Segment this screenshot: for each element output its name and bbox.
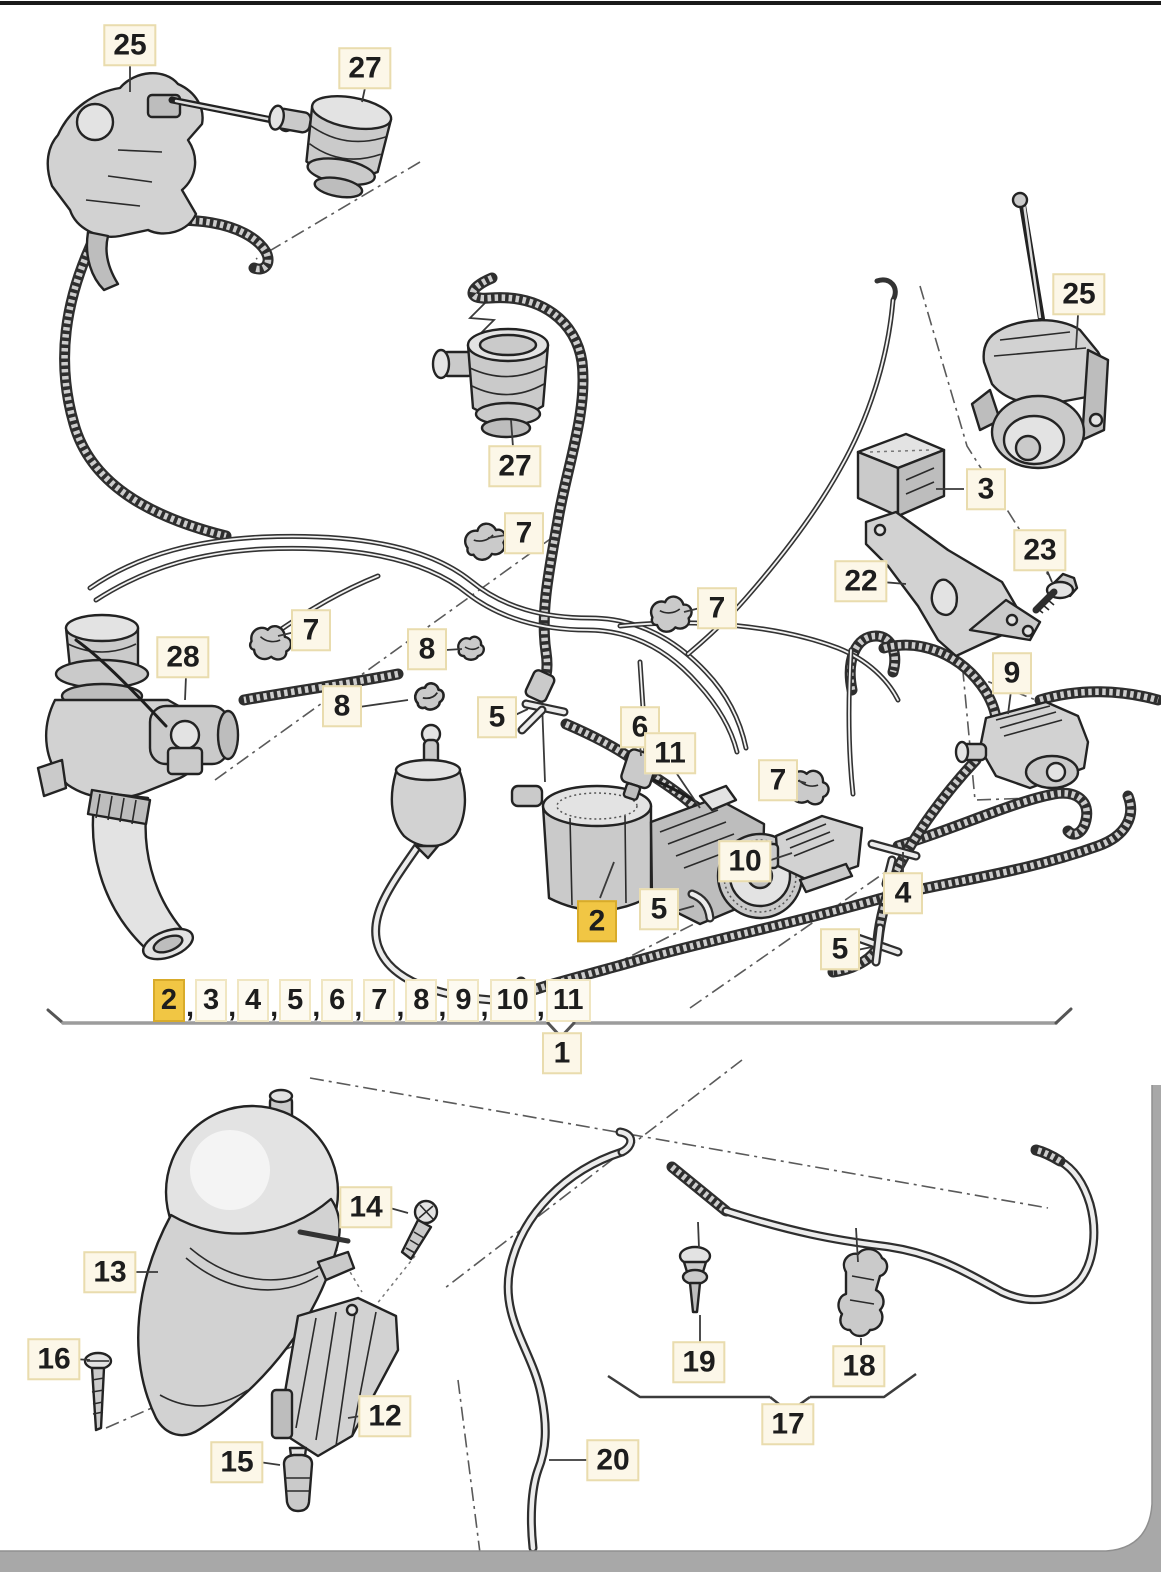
callout-6-14[interactable]: 6	[620, 706, 660, 748]
part-16-screw	[83, 1351, 113, 1432]
part-13-vacuum-reservoir	[137, 1088, 356, 1437]
part-5-connectors	[517, 699, 903, 967]
part-27-valve-top-left	[268, 95, 393, 199]
callout-7-8[interactable]: 7	[291, 609, 331, 651]
legend-item-11[interactable]: 11	[545, 979, 591, 1023]
part-14-screw	[400, 1199, 439, 1261]
callout-9-17[interactable]: 9	[992, 652, 1032, 694]
legend-item-5[interactable]: 5	[279, 979, 312, 1023]
vacuum-pipes	[87, 277, 901, 797]
top-edge-bar	[0, 1, 1161, 5]
part-25-valve-assembly-top-right	[970, 191, 1110, 470]
callout-10-18[interactable]: 10	[718, 840, 772, 882]
callout-25-3[interactable]: 25	[1052, 273, 1106, 315]
legend-item-8[interactable]: 8	[405, 979, 438, 1023]
legend-row: 2,3,4,5,6,7,8,9,10,11	[153, 979, 591, 1024]
legend-item-2[interactable]: 2	[153, 979, 185, 1023]
legend-separator: ,	[228, 991, 237, 1023]
part-18-clip	[837, 1247, 889, 1338]
legend-separator: ,	[396, 991, 405, 1023]
legend-separator: ,	[354, 991, 363, 1023]
part-3-connector-housing	[856, 432, 946, 518]
callout-3-4[interactable]: 3	[966, 468, 1006, 510]
callout-15-28[interactable]: 15	[210, 1441, 264, 1483]
callout-5-22[interactable]: 5	[820, 928, 860, 970]
callout-7-16[interactable]: 7	[758, 759, 798, 801]
legend-separator: ,	[270, 991, 279, 1023]
legend-separator: ,	[536, 991, 545, 1023]
part-27-valve-middle	[431, 327, 550, 439]
legend-item-4[interactable]: 4	[237, 979, 270, 1023]
legend-item-7[interactable]: 7	[363, 979, 396, 1023]
group-bracket-1	[46, 1007, 1073, 1040]
callout-12-27[interactable]: 12	[358, 1395, 412, 1437]
callout-18-30[interactable]: 18	[832, 1345, 886, 1387]
legend-item-6[interactable]: 6	[321, 979, 354, 1023]
callout-25-0[interactable]: 25	[103, 24, 157, 66]
part-15-clip-nut	[282, 1446, 314, 1513]
callout-7-13[interactable]: 7	[697, 587, 737, 629]
callout-13-24[interactable]: 13	[83, 1251, 137, 1293]
callout-23-6[interactable]: 23	[1013, 529, 1067, 571]
legend-separator: ,	[186, 991, 195, 1023]
callout-22-5[interactable]: 22	[834, 560, 888, 602]
callout-14-25[interactable]: 14	[339, 1186, 393, 1228]
callout-8-10[interactable]: 8	[322, 685, 362, 727]
callout-28-12[interactable]: 28	[156, 636, 210, 678]
callout-2-19[interactable]: 2	[577, 900, 617, 942]
part-19-clip	[678, 1245, 712, 1314]
part-22-bracket	[864, 510, 1042, 658]
part-9-valve	[954, 700, 1090, 790]
callout-11-15[interactable]: 11	[644, 732, 696, 774]
legend-item-9[interactable]: 9	[447, 979, 480, 1023]
callout-5-20[interactable]: 5	[639, 888, 679, 930]
part-12-bracket	[270, 1296, 400, 1458]
callout-1-23[interactable]: 1	[542, 1032, 582, 1074]
vacuum-hoses	[59, 214, 1161, 1553]
callout-20-32[interactable]: 20	[586, 1439, 640, 1481]
legend-separator: ,	[438, 991, 447, 1023]
callout-27-2[interactable]: 27	[488, 445, 542, 487]
legend-separator: ,	[480, 991, 489, 1023]
legend-item-3[interactable]: 3	[195, 979, 228, 1023]
part-7-clips	[246, 518, 834, 811]
callout-19-29[interactable]: 19	[672, 1341, 726, 1383]
part-23-bolt	[1032, 572, 1079, 614]
callout-17-31[interactable]: 17	[761, 1403, 815, 1445]
callout-8-9[interactable]: 8	[407, 628, 447, 670]
vacuum-damper-canister	[390, 723, 467, 860]
legend-separator: ,	[312, 991, 321, 1023]
callout-7-7[interactable]: 7	[504, 512, 544, 554]
callout-16-26[interactable]: 16	[27, 1338, 81, 1380]
callout-4-21[interactable]: 4	[883, 872, 923, 914]
callout-27-1[interactable]: 27	[338, 47, 392, 89]
callout-5-11[interactable]: 5	[477, 696, 517, 738]
legend-item-10[interactable]: 10	[489, 979, 536, 1023]
card-corner-edge	[0, 1085, 1153, 1552]
part-28-valve-with-pipe	[36, 613, 240, 961]
